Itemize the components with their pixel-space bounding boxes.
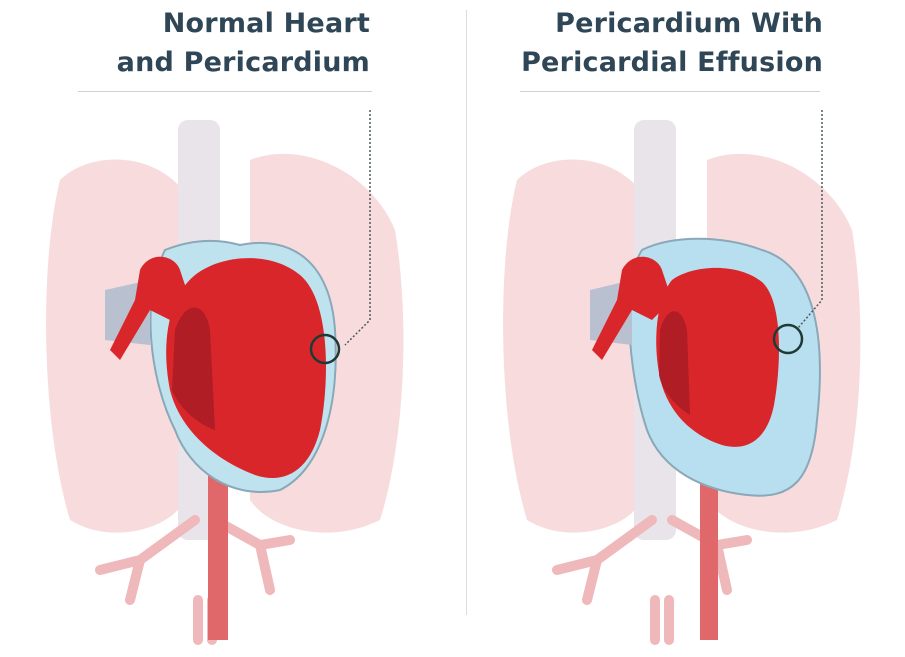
normal-heart-illustration (0, 0, 452, 657)
effusion-illustration (462, 0, 905, 657)
effusion-panel: Pericardium With Pericardial Effusion (462, 0, 905, 657)
normal-heart-panel: Normal Heart and Pericardium (0, 0, 452, 657)
left-lung (503, 160, 647, 533)
